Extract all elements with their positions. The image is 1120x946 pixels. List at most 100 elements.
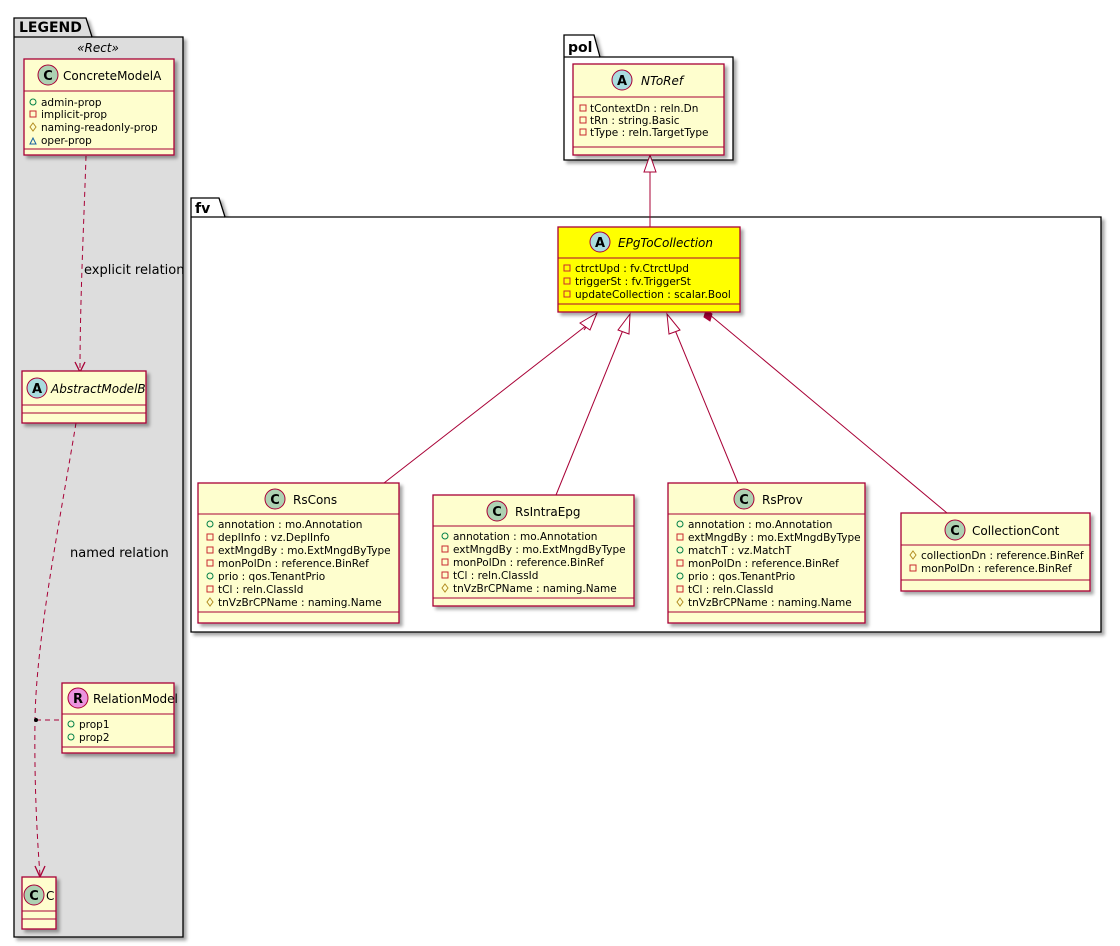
abstract-class-icon [589, 231, 611, 253]
member-tnvzbrcpname: tnVzBrCPName : naming.Name [688, 597, 852, 609]
package-fv: fv [190, 197, 1102, 633]
member-extmngdby: extMngdBy : mo.ExtMngdByType [688, 532, 861, 544]
class-c: C C [21, 876, 57, 930]
visibility-public-icon [676, 546, 684, 554]
member-tcontextdn: tContextDn : reln.Dn [590, 103, 698, 115]
class-icon [944, 519, 966, 541]
class-badge-letter: R [73, 692, 83, 707]
visibility-private-icon [441, 558, 449, 566]
visibility-public-icon [206, 520, 214, 528]
visibility-protected-icon [29, 122, 37, 132]
visibility-public-icon [441, 532, 449, 540]
class-badge-letter: C [43, 69, 53, 84]
visibility-package-icon [29, 136, 37, 145]
package-pol-title: pol [568, 40, 592, 56]
member-prio: prio : qos.TenantPrio [688, 571, 795, 583]
triangle-rscons-b [579, 311, 599, 331]
visibility-private-icon [676, 559, 684, 567]
visibility-private-icon [563, 290, 571, 298]
visibility-private-icon [441, 545, 449, 553]
visibility-protected-icon [206, 597, 214, 607]
member-tcl: tCl : reln.ClassId [688, 584, 773, 596]
member-implicit-prop: implicit-prop [41, 109, 107, 121]
package-legend-title: LEGEND [19, 20, 82, 36]
class-rs-cons: C RsCons annotation : mo.Annotation depl… [197, 482, 400, 624]
triangle-epg-ntoref [643, 153, 657, 173]
visibility-private-icon [579, 128, 587, 136]
package-fv-title: fv [195, 201, 210, 217]
class-badge-letter: C [950, 524, 960, 539]
visibility-protected-icon [909, 550, 917, 560]
explicit-relation-label: explicit relation [84, 263, 184, 278]
legend-stereotype: «Rect» [77, 41, 119, 55]
class-name: NToRef [641, 74, 685, 88]
member-annotation: annotation : mo.Annotation [218, 519, 362, 531]
member-extmngdby: extMngdBy : mo.ExtMngdByType [218, 545, 391, 557]
member-prio: prio : qos.TenantPrio [218, 571, 325, 583]
visibility-protected-icon [441, 583, 449, 593]
generalization-edge-rscons [383, 324, 588, 484]
class-icon [733, 488, 755, 510]
class-collection-cont: C CollectionCont collectionDn : referenc… [900, 512, 1091, 592]
class-name: ConcreteModelA [63, 69, 162, 83]
class-icon [486, 500, 508, 522]
member-extmngdby: extMngdBy : mo.ExtMngdByType [453, 544, 626, 556]
visibility-protected-icon [676, 597, 684, 607]
composition-diamond [703, 309, 713, 322]
visibility-private-icon [206, 533, 214, 541]
member-tnvzbrcpname: tnVzBrCPName : naming.Name [453, 583, 617, 595]
class-icon [23, 884, 45, 906]
class-relation-model: R RelationModel prop1 prop2 [61, 682, 178, 754]
member-deplinfo: deplInfo : vz.DeplInfo [218, 532, 330, 544]
visibility-private-icon [563, 277, 571, 285]
visibility-public-icon [29, 98, 37, 106]
visibility-private-icon [29, 110, 37, 118]
visibility-public-icon [676, 572, 684, 580]
class-badge-letter: A [595, 236, 605, 251]
class-badge-letter: C [29, 889, 39, 904]
member-ttype: tType : reln.TargetType [590, 127, 709, 139]
member-ctrctupd: ctrctUpd : fv.CtrctUpd [575, 263, 689, 275]
member-tnvzbrcpname: tnVzBrCPName : naming.Name [218, 597, 382, 609]
member-triggerst: triggerSt : fv.TriggerSt [575, 276, 691, 288]
visibility-private-icon [441, 571, 449, 579]
class-concrete-model-a: C ConcreteModelA admin-prop implicit-pro… [23, 58, 175, 156]
class-rs-intra-epg: C RsIntraEpg annotation : mo.Annotation … [432, 494, 635, 607]
class-badge-letter: C [492, 505, 502, 520]
class-icon [37, 64, 59, 86]
member-monpoldn: monPolDn : reference.BinRef [921, 563, 1072, 575]
member-tcl: tCl : reln.ClassId [453, 570, 538, 582]
visibility-private-icon [676, 585, 684, 593]
abstract-class-icon [611, 69, 633, 91]
class-name: CollectionCont [972, 524, 1060, 538]
visibility-private-icon [206, 585, 214, 593]
member-oper-prop: oper-prop [41, 135, 92, 147]
class-badge-letter: C [739, 493, 749, 508]
visibility-private-icon [563, 264, 571, 272]
member-admin-prop: admin-prop [41, 97, 102, 109]
class-badge-letter: A [617, 74, 627, 89]
class-name: RsIntraEpg [515, 505, 581, 519]
class-name: C [46, 889, 54, 903]
member-trn: tRn : string.Basic [590, 115, 680, 127]
abstract-class-icon [26, 377, 48, 399]
generalization-edge-rsprov [674, 329, 739, 484]
class-n-to-ref: A NToRef tContextDn : reln.Dn tRn : stri… [572, 63, 725, 156]
class-epg-to-collection: A EPgToCollection ctrctUpd : fv.CtrctUpd… [557, 226, 741, 313]
generalization-heads [579, 153, 681, 335]
visibility-private-icon [579, 116, 587, 124]
visibility-public-icon [67, 720, 75, 728]
visibility-public-icon [206, 572, 214, 580]
visibility-private-icon [579, 104, 587, 112]
member-matcht: matchT : vz.MatchT [688, 545, 792, 557]
named-relation-edge [34, 422, 77, 876]
member-monpoldn: monPolDn : reference.BinRef [218, 558, 369, 570]
class-rs-prov: C RsProv annotation : mo.Annotation extM… [667, 482, 866, 624]
triangle-rsprov [666, 312, 681, 335]
generalization-edge-rsintraepg [555, 329, 624, 496]
visibility-private-icon [676, 533, 684, 541]
member-prop1: prop1 [79, 719, 110, 731]
member-monpoldn: monPolDn : reference.BinRef [688, 558, 839, 570]
triangle-rsintraepg [617, 312, 631, 335]
